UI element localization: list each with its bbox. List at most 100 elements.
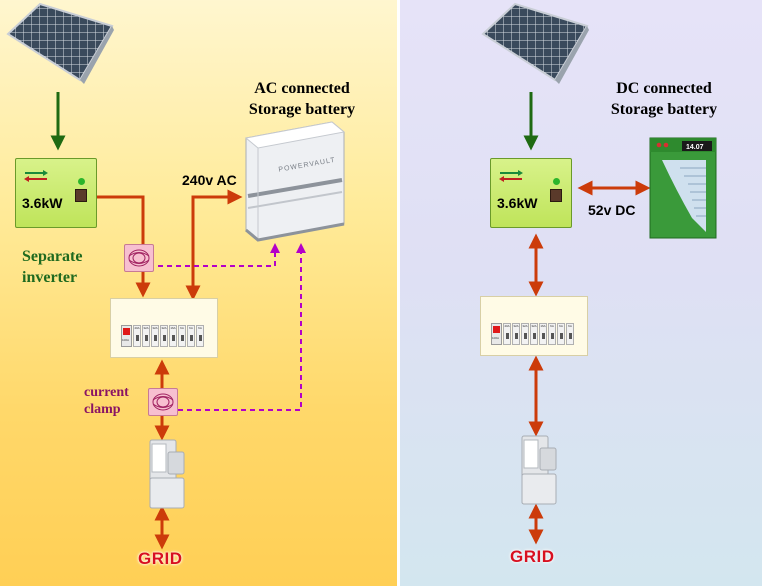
circuit-breaker: 32A	[151, 325, 159, 347]
circuit-breaker: 16A	[169, 325, 177, 347]
circuit-breaker: 16A	[539, 323, 547, 345]
breaker-rating: 32A	[531, 324, 537, 328]
circuit-breaker: 6A	[187, 325, 195, 347]
breaker-toggle	[542, 333, 545, 339]
grid-label-right: GRID	[510, 547, 555, 566]
circuit-breaker: 6A	[557, 323, 565, 345]
breaker-toggle	[136, 335, 139, 341]
breaker-toggle	[172, 335, 175, 341]
ac-voltage-label: 240v AC	[182, 172, 237, 188]
breaker-rating: 6A	[189, 326, 193, 330]
ac-title-line2: Storage battery	[248, 101, 356, 118]
breaker-rating: 16A	[170, 326, 176, 330]
circuit-breaker: 40A	[503, 323, 511, 345]
circuit-breaker: 32A	[521, 323, 529, 345]
clamp-signal-lines	[158, 243, 306, 411]
dc-panel	[400, 0, 762, 586]
breaker-rating: 6A	[568, 324, 572, 328]
electricity-meter-left	[149, 439, 185, 509]
separate-line1: Separate	[22, 248, 83, 265]
main-switch: 100A	[491, 323, 502, 345]
power-wires-right	[528, 180, 651, 545]
grid-label-left: GRID	[138, 549, 183, 568]
main-switch-toggle	[493, 326, 500, 333]
breaker-rating: 32A	[522, 324, 528, 328]
current-clamp-top	[124, 244, 154, 272]
dc-title-line2: Storage battery	[610, 101, 718, 118]
solar-panel-left	[6, 2, 114, 84]
inverter-left: 3.6kW	[15, 158, 97, 228]
dc-storage-battery	[649, 137, 717, 239]
inverter-status-led	[553, 178, 560, 185]
breaker-toggle	[145, 335, 148, 341]
breaker-toggle	[163, 335, 166, 341]
panel-divider	[397, 0, 400, 586]
breaker-toggle	[199, 335, 202, 341]
circuit-breaker: 40A	[133, 325, 141, 347]
breaker-toggle	[190, 335, 193, 341]
circuit-breaker: 32A	[142, 325, 150, 347]
inverter-arrows-icon	[499, 170, 523, 182]
circuit-breaker: 6A	[566, 323, 574, 345]
inverter-status-led	[78, 178, 85, 185]
dc-title-line1: DC connected	[616, 80, 712, 97]
inverter-rating-right: 3.6kW	[497, 195, 538, 211]
main-switch-toggle	[123, 328, 130, 335]
breaker-rating: 40A	[504, 324, 510, 328]
circuit-breaker: 32A	[160, 325, 168, 347]
clamp-line1: current	[84, 385, 129, 400]
breaker-toggle	[551, 333, 554, 339]
breaker-rating: 6A	[559, 324, 563, 328]
separate-line2: inverter	[22, 269, 78, 286]
ac-storage-battery	[244, 121, 346, 242]
inverter-rating-left: 3.6kW	[22, 195, 63, 211]
circuit-breaker: 6A	[548, 323, 556, 345]
inverter-display	[550, 189, 562, 202]
breaker-rating: 32A	[161, 326, 167, 330]
solar-panel-right	[481, 2, 589, 84]
inverter-display	[75, 189, 87, 202]
clamp-coil-icon	[128, 249, 150, 267]
ac-title-line1: AC connected	[254, 80, 350, 97]
circuit-breaker: 32A	[530, 323, 538, 345]
main-switch-rating: 100A	[122, 338, 130, 342]
breaker-rating: 32A	[513, 324, 519, 328]
breaker-toggle	[524, 333, 527, 339]
breaker-rating: 6A	[180, 326, 184, 330]
clamp-coil-icon	[152, 393, 174, 411]
circuit-breaker: 32A	[512, 323, 520, 345]
dc-voltage-label: 52v DC	[588, 202, 636, 218]
clamp-line2: clamp	[84, 402, 121, 417]
ac-title: AC connected Storage battery	[232, 78, 372, 120]
breaker-toggle	[515, 333, 518, 339]
circuit-breaker: 6A	[178, 325, 186, 347]
separate-inverter-label: Separate inverter	[22, 246, 82, 288]
breaker-rating: 6A	[550, 324, 554, 328]
breaker-rating: 32A	[143, 326, 149, 330]
main-switch: 100A	[121, 325, 132, 347]
electricity-meter-right	[521, 435, 557, 505]
breaker-toggle	[533, 333, 536, 339]
breaker-toggle	[181, 335, 184, 341]
breaker-toggle	[569, 333, 572, 339]
main-switch-rating: 100A	[492, 336, 500, 340]
breaker-toggle	[506, 333, 509, 339]
breaker-toggle	[154, 335, 157, 341]
breaker-rating: 40A	[134, 326, 140, 330]
current-clamp-label: current clamp	[84, 384, 129, 418]
breaker-rating: 6A	[198, 326, 202, 330]
current-clamp-bottom	[148, 388, 178, 416]
breaker-rating: 16A	[540, 324, 546, 328]
inverter-right: 3.6kW	[490, 158, 572, 228]
circuit-breaker: 6A	[196, 325, 204, 347]
dc-battery-display: 14.07	[686, 144, 704, 151]
inverter-arrows-icon	[24, 170, 48, 182]
breaker-rating: 32A	[152, 326, 158, 330]
dc-title: DC connected Storage battery	[594, 78, 734, 120]
breaker-toggle	[560, 333, 563, 339]
